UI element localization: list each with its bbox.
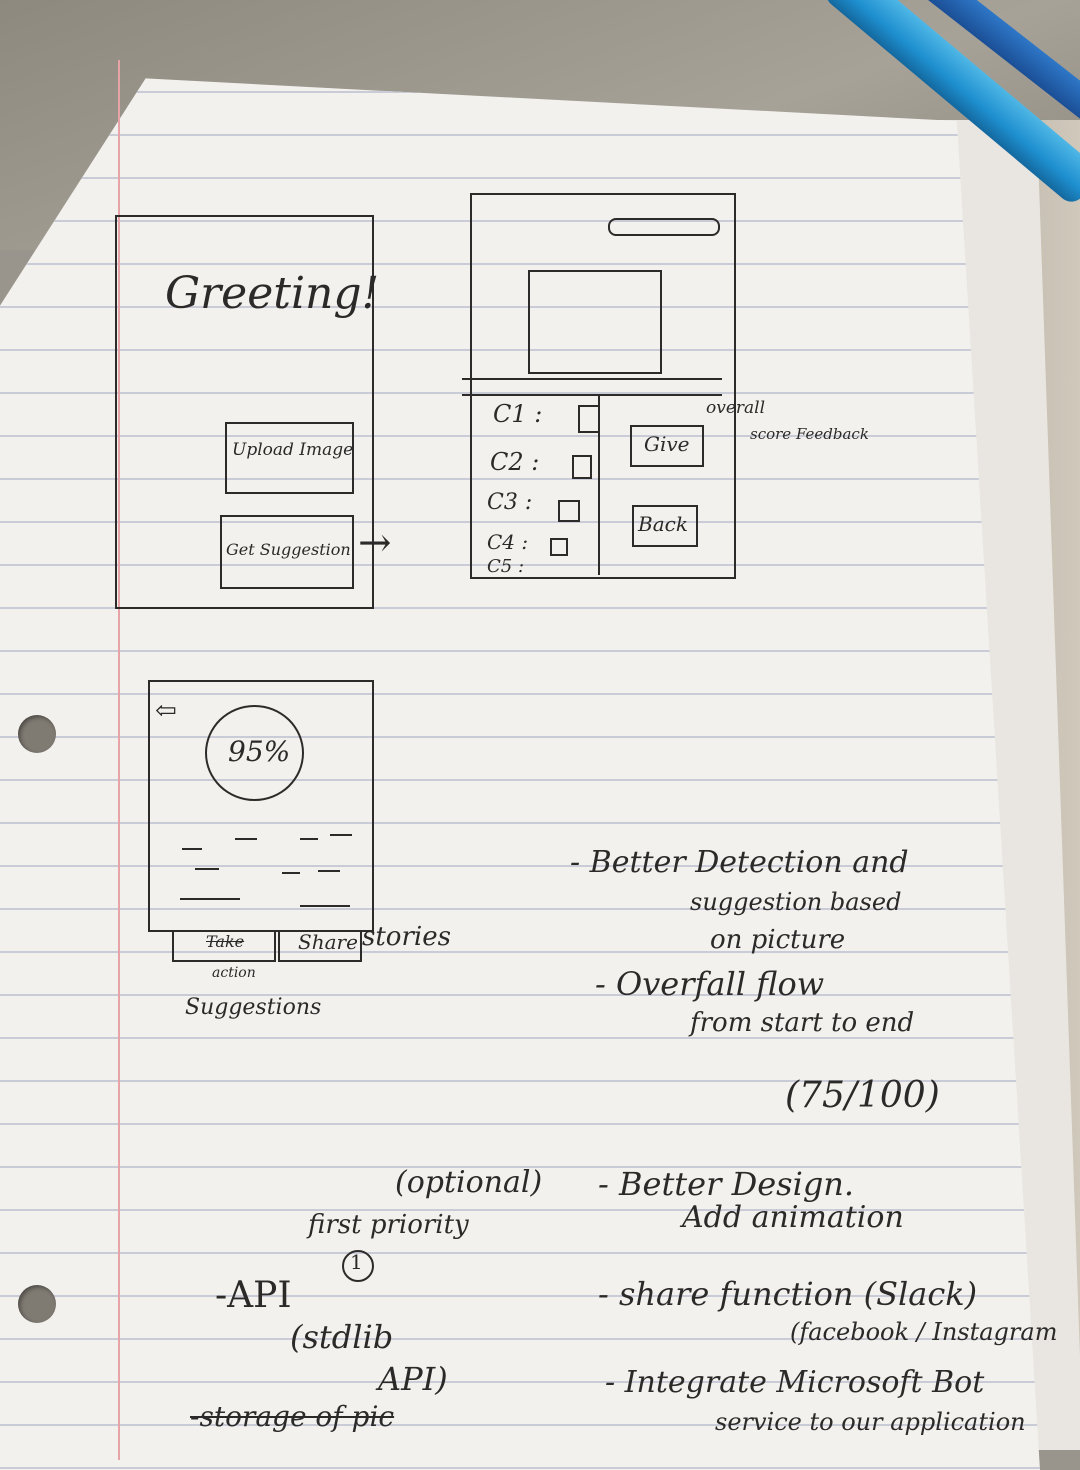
note-share-line1: - share function (Slack) bbox=[598, 1275, 978, 1313]
text-placeholder-dash bbox=[195, 868, 219, 870]
stories-note: stories bbox=[362, 922, 451, 952]
share-label: Share bbox=[298, 930, 358, 954]
row-c1-box bbox=[578, 405, 600, 433]
note-api-line2: (stdlib bbox=[290, 1318, 394, 1356]
sketch-results-screen bbox=[470, 193, 736, 579]
row-c1: C1 : bbox=[493, 400, 543, 428]
top-search-bar bbox=[608, 218, 720, 236]
note-flow-line2: from start to end bbox=[690, 1008, 915, 1038]
row-c4-box bbox=[550, 538, 568, 556]
note-bot-line1: - Integrate Microsoft Bot bbox=[605, 1365, 985, 1400]
text-placeholder-dash bbox=[282, 872, 300, 874]
note-api-line3: API) bbox=[378, 1360, 448, 1398]
note-first-priority: first priority bbox=[308, 1210, 469, 1240]
sketch-greeting-screen bbox=[115, 215, 374, 609]
row-c4: C4 : bbox=[487, 530, 529, 554]
note-detection-line3: on picture bbox=[710, 925, 846, 955]
text-placeholder-dash bbox=[300, 838, 318, 840]
give-label: Give bbox=[644, 432, 690, 456]
share-button bbox=[278, 930, 362, 962]
note-detection-line2: suggestion based bbox=[690, 888, 902, 916]
text-placeholder-dash bbox=[300, 905, 350, 907]
divider-line bbox=[462, 378, 722, 380]
score-value: 95% bbox=[228, 735, 291, 768]
suggestions-note: Suggestions bbox=[185, 995, 322, 1020]
column-divider bbox=[598, 395, 600, 575]
row-c3-box bbox=[558, 500, 580, 522]
greeting-text: Greeting! bbox=[165, 268, 380, 319]
divider-line bbox=[462, 394, 722, 396]
back-label: Back bbox=[638, 512, 688, 536]
image-preview bbox=[528, 270, 662, 374]
note-share-line2: (facebook / Instagram bbox=[790, 1318, 1058, 1346]
priority-number: 1 bbox=[350, 1250, 363, 1274]
punch-hole-bottom bbox=[18, 1285, 56, 1323]
notebook-page bbox=[0, 78, 1040, 1470]
back-button bbox=[632, 505, 698, 547]
note-api-line1: -API bbox=[215, 1275, 292, 1316]
give-button bbox=[630, 425, 704, 467]
note-optional: (optional) bbox=[395, 1165, 543, 1200]
priority-circle bbox=[342, 1250, 374, 1282]
get-suggestion-label: Get Suggestion bbox=[226, 540, 351, 559]
action-note: action bbox=[212, 965, 256, 981]
note-storage: -storage of pic bbox=[190, 1400, 395, 1433]
row-c3: C3 : bbox=[487, 490, 533, 515]
row-c5: C5 : bbox=[487, 556, 525, 577]
note-bot-line2: service to our application bbox=[715, 1408, 1026, 1436]
note-design-line1: - Better Design. bbox=[598, 1165, 855, 1203]
back-arrow-icon: ⇦ bbox=[155, 696, 177, 726]
overall-note: overall bbox=[706, 398, 766, 418]
text-placeholder-dash bbox=[235, 838, 257, 840]
note-detection-line1: - Better Detection and bbox=[570, 845, 909, 880]
punch-hole-middle bbox=[18, 715, 56, 753]
text-placeholder-dash bbox=[180, 898, 240, 900]
score-circle bbox=[205, 705, 304, 801]
margin-line bbox=[118, 60, 120, 1460]
note-score: (75/100) bbox=[785, 1075, 940, 1116]
note-flow-line1: - Overfall flow bbox=[595, 965, 825, 1003]
text-placeholder-dash bbox=[330, 834, 352, 836]
note-design-line2: Add animation bbox=[682, 1200, 904, 1235]
take-label: Take bbox=[206, 932, 245, 951]
row-c2: C2 : bbox=[490, 448, 540, 476]
text-placeholder-dash bbox=[182, 848, 202, 850]
upload-image-button bbox=[225, 422, 354, 494]
upload-image-label: Upload Image bbox=[232, 440, 354, 460]
flow-arrow: → bbox=[358, 520, 392, 566]
row-c2-box bbox=[572, 455, 592, 479]
get-suggestion-button bbox=[220, 515, 354, 589]
take-action-button bbox=[172, 930, 276, 962]
feedback-note: score Feedback bbox=[750, 425, 869, 443]
text-placeholder-dash bbox=[318, 870, 340, 872]
